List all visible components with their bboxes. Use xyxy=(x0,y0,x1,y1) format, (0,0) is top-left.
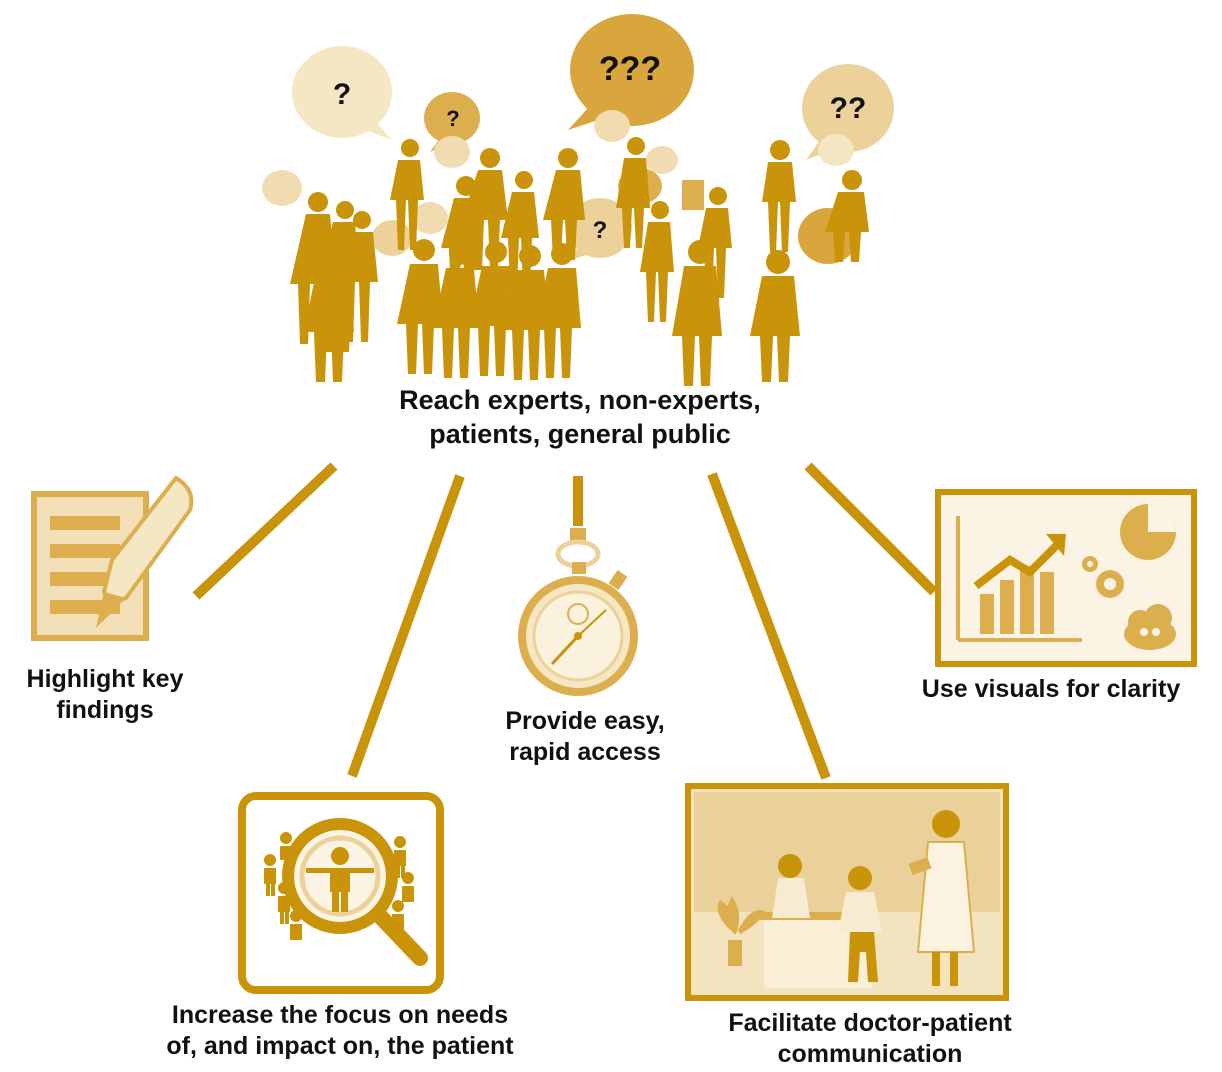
doctor-patient-scene-icon xyxy=(685,783,1009,1001)
connector-visuals xyxy=(804,462,938,596)
communication-label: Facilitate doctor-patient communication xyxy=(660,1008,1080,1071)
patient-seated xyxy=(838,866,882,982)
stopwatch-icon xyxy=(518,528,638,696)
magnifier-people-icon xyxy=(238,792,444,994)
focus-label-line2: of, and impact on, the patient xyxy=(166,1032,514,1061)
chart-gears-icon xyxy=(935,489,1197,667)
speech-bubble-1: ? xyxy=(292,46,392,140)
crowd-illustration: ? ? ??? ? ?? xyxy=(262,14,894,386)
access-label-line1: Provide easy, xyxy=(505,707,665,735)
hub-label-line2: patients, general public xyxy=(429,418,731,449)
hub-label-line1: Reach experts, non-experts, xyxy=(399,385,761,415)
doctor-standing xyxy=(908,810,976,986)
bubble-2-text: ? xyxy=(446,106,459,131)
communication-label-line2: communication xyxy=(777,1040,963,1069)
doctor-seated xyxy=(772,854,810,918)
visuals-label-line1: Use visuals for clarity xyxy=(921,675,1181,703)
hub-label: Reach experts, non-experts, patients, ge… xyxy=(300,384,860,452)
communication-label-line1: Facilitate doctor-patient xyxy=(728,1009,1012,1037)
speech-bubble-3: ??? xyxy=(568,14,694,130)
visuals-label: Use visuals for clarity xyxy=(880,674,1222,705)
access-label: Provide easy, rapid access xyxy=(460,706,710,769)
highlight-label: Highlight key findings xyxy=(0,664,210,727)
connector-communication xyxy=(707,472,831,780)
connectors xyxy=(192,462,938,780)
bubble-3-text: ??? xyxy=(599,50,661,88)
highlight-label-line2: findings xyxy=(56,696,154,725)
bubble-4-text: ? xyxy=(593,217,608,244)
bubble-5-text: ?? xyxy=(830,92,867,125)
focus-label: Increase the focus on needs of, and impa… xyxy=(100,1000,580,1063)
highlight-label-line1: Highlight key xyxy=(26,665,184,693)
bubble-1-text: ? xyxy=(333,78,351,111)
access-label-line2: rapid access xyxy=(509,738,661,767)
connector-focus xyxy=(347,474,465,778)
document-pen-icon xyxy=(31,475,194,641)
focus-label-line1: Increase the focus on needs xyxy=(171,1001,509,1029)
connector-highlight xyxy=(192,462,338,600)
